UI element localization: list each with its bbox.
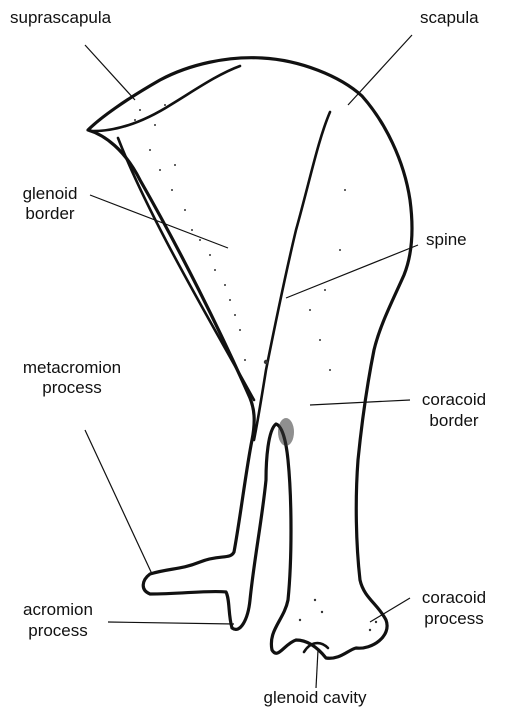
label-coracoid-process-line1: coracoid bbox=[404, 588, 504, 608]
label-metacromion-line1: metacromion bbox=[2, 358, 142, 378]
label-glenoid-cavity: glenoid cavity bbox=[230, 688, 400, 708]
leader-acromion bbox=[108, 622, 234, 624]
leader-suprascapula bbox=[85, 45, 135, 100]
leader-metacromion bbox=[85, 430, 152, 574]
label-coracoid-border-line2: border bbox=[404, 411, 504, 431]
label-coracoid-process-line2: process bbox=[404, 609, 504, 629]
leader-glenoid-cavity bbox=[316, 650, 318, 688]
label-glenoid-border-line2: border bbox=[10, 204, 90, 224]
label-suprascapula: suprascapula bbox=[10, 8, 111, 28]
label-acromion-line1: acromion bbox=[8, 600, 108, 620]
label-scapula: scapula bbox=[420, 8, 479, 28]
label-metacromion-line2: process bbox=[2, 378, 142, 398]
label-acromion-line2: process bbox=[8, 621, 108, 641]
label-spine: spine bbox=[426, 230, 467, 250]
leader-scapula bbox=[348, 35, 412, 105]
label-glenoid-border-line1: glenoid bbox=[10, 184, 90, 204]
label-coracoid-border-line1: coracoid bbox=[404, 390, 504, 410]
